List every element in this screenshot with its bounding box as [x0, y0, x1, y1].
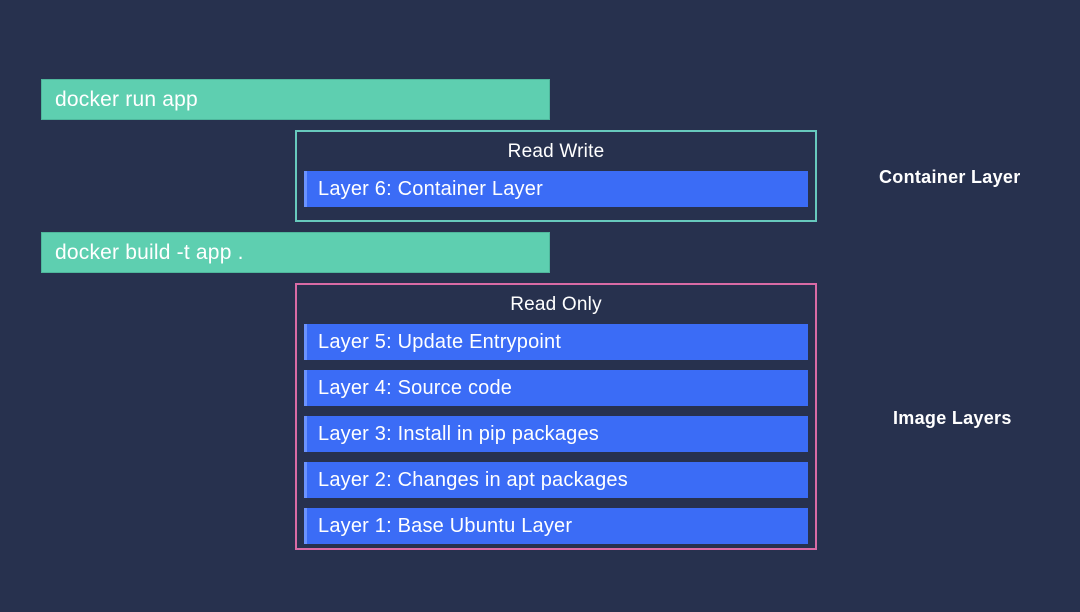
- layer-bar: Layer 3: Install in pip packages: [304, 416, 808, 452]
- layer-bar: Layer 2: Changes in apt packages: [304, 462, 808, 498]
- read-write-layer-stack: Layer 6: Container Layer: [297, 171, 815, 207]
- layer-bar: Layer 1: Base Ubuntu Layer: [304, 508, 808, 544]
- command-text-docker-run: docker run app: [55, 87, 198, 111]
- layer-bar: Layer 6: Container Layer: [304, 171, 808, 207]
- layer-bar: Layer 4: Source code: [304, 370, 808, 406]
- side-label-container-layer: Container Layer: [879, 167, 1021, 187]
- layer-bar: Layer 5: Update Entrypoint: [304, 324, 808, 360]
- layer-label: Layer 5: Update Entrypoint: [318, 330, 562, 353]
- layer-label: Layer 2: Changes in apt packages: [318, 468, 628, 491]
- command-text-docker-build: docker build -t app .: [55, 240, 244, 264]
- layer-label: Layer 1: Base Ubuntu Layer: [318, 514, 573, 537]
- side-label-image-layers: Image Layers: [893, 408, 1012, 428]
- command-bar-docker-run: docker run app: [41, 79, 550, 120]
- read-only-group: Read Only Layer 5: Update Entrypoint Lay…: [295, 283, 817, 550]
- read-write-title: Read Write: [507, 141, 605, 162]
- layer-label: Layer 4: Source code: [318, 376, 513, 399]
- command-bar-docker-build: docker build -t app .: [41, 232, 550, 273]
- layer-label: Layer 6: Container Layer: [318, 177, 543, 200]
- read-only-layer-stack: Layer 5: Update Entrypoint Layer 4: Sour…: [297, 324, 815, 544]
- layer-label: Layer 3: Install in pip packages: [318, 422, 600, 445]
- read-write-group: Read Write Layer 6: Container Layer: [295, 130, 817, 222]
- read-only-title: Read Only: [510, 294, 602, 315]
